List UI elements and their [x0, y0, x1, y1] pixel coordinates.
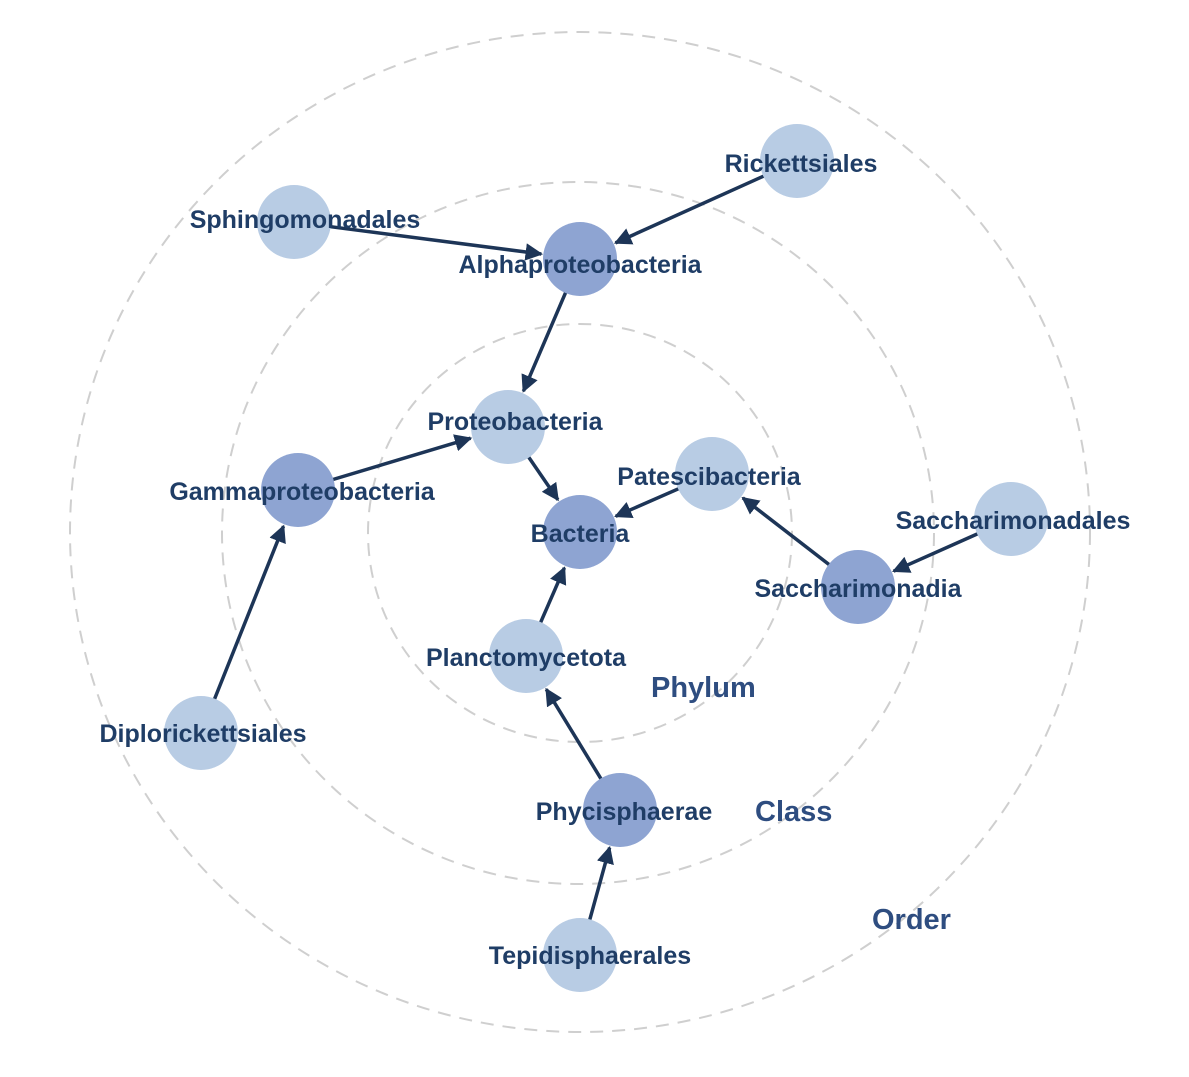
node-label-proteobacteria: Proteobacteria [427, 408, 603, 436]
edge-planctomycetota-to-bacteria [537, 566, 567, 627]
node-label-tepidisphaerales: Tepidisphaerales [489, 942, 691, 970]
node-label-diplorickettsiales: Diplorickettsiales [99, 720, 306, 748]
ring-label-phylum: Phylum [651, 672, 756, 704]
node-patescibacteria [675, 437, 749, 511]
ring-order [69, 31, 1091, 1033]
node-label-saccharimonadia: Saccharimonadia [754, 575, 962, 603]
edge-diplorickettsiales-to-gammaproteobacteria [211, 524, 286, 704]
edge-alphaproteobacteria-to-proteobacteria [521, 288, 569, 393]
node-label-sphingomonadales: Sphingomonadales [190, 206, 421, 234]
edge-rickettsiales-to-alphaproteobacteria [613, 173, 768, 245]
ring-label-class: Class [755, 796, 832, 828]
node-saccharimonadales [974, 482, 1048, 556]
node-bacteria [543, 495, 617, 569]
node-label-planctomycetota: Planctomycetota [426, 644, 627, 672]
edge-saccharimonadales-to-saccharimonadia [892, 530, 982, 573]
node-rickettsiales [760, 124, 834, 198]
node-tepidisphaerales [543, 918, 617, 992]
node-saccharimonadia [821, 550, 895, 624]
node-sphingomonadales [257, 185, 331, 259]
node-label-saccharimonadales: Saccharimonadales [896, 507, 1131, 535]
edge-patescibacteria-to-bacteria [614, 485, 683, 518]
node-proteobacteria [471, 390, 545, 464]
node-gammaproteobacteria [261, 453, 335, 527]
edge-gammaproteobacteria-to-proteobacteria [329, 434, 473, 483]
node-planctomycetota [489, 619, 563, 693]
ring-label-order: Order [872, 904, 951, 936]
node-label-gammaproteobacteria: Gammaproteobacteria [169, 478, 435, 506]
edge-tepidisphaerales-to-phycisphaerae [587, 845, 614, 924]
labels-layer: Bacteria ProteobacteriaPatescibacteriaPla… [99, 150, 1130, 970]
node-label-alphaproteobacteria: Alphaproteobacteria [458, 251, 702, 279]
node-label-bacteria: Bacteria [531, 520, 631, 548]
node-alphaproteobacteria [543, 222, 617, 296]
nodes-layer [164, 124, 1048, 992]
edge-sphingomonadales-to-alphaproteobacteria [326, 224, 544, 261]
edges-layer [211, 173, 982, 924]
edge-phycisphaerae-to-planctomycetota [544, 687, 605, 783]
node-label-phycisphaerae: Phycisphaerae [536, 798, 713, 826]
node-label-patescibacteria: Patescibacteria [617, 463, 802, 491]
edge-proteobacteria-to-bacteria [525, 453, 560, 502]
edge-saccharimonadia-to-patescibacteria [741, 496, 833, 569]
node-diplorickettsiales [164, 696, 238, 770]
node-label-rickettsiales: Rickettsiales [725, 150, 878, 178]
ring-class [221, 181, 935, 885]
node-phycisphaerae [583, 773, 657, 847]
